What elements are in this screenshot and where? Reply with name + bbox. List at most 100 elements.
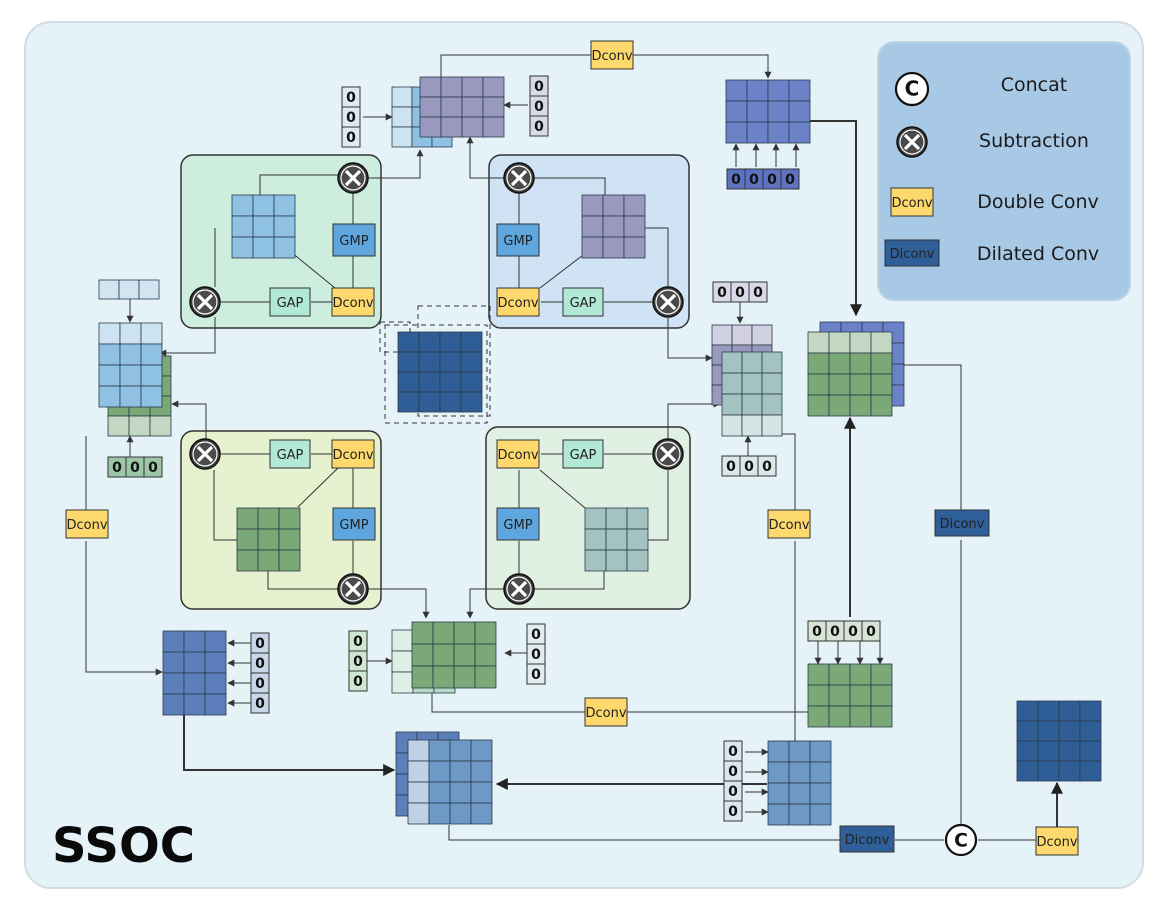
subtraction-cross [344,169,362,187]
grid-cell [623,194,646,217]
grid-cell [257,549,280,572]
connector-line [466,136,519,179]
grid-cell [278,528,301,551]
grid-cell [605,528,628,551]
grid-cell [623,215,646,238]
connector-line [367,588,430,619]
zero-text: 0 [353,634,363,650]
gmp-box [496,223,540,257]
grid-cell [98,364,121,387]
legend-label: Concat [1001,74,1067,96]
zero-text: 0 [731,172,741,188]
grid-cell [581,236,604,259]
diagram-title: SSOC [52,818,195,874]
grid-cell [741,351,763,374]
gmp-box-label: GMP [503,234,532,249]
zero-text: 0 [255,696,265,712]
grid-cell [470,781,493,804]
grid-cell [809,740,832,763]
grid-cell [411,621,434,645]
zero-text: 0 [346,90,356,106]
grid-cell [257,507,280,530]
grid-cell [440,116,463,138]
grid-cell [419,96,442,118]
grid-cell [162,693,185,716]
grid-cell [449,802,472,825]
gap-box-label: GAP [277,296,304,311]
grid-cell [1037,740,1060,762]
grid-cell [828,331,851,354]
grid-cell [870,373,893,396]
grid-cell [98,343,121,366]
grid-cell [391,126,413,148]
dconv-bottom [584,697,628,727]
grid-cell [1016,700,1039,722]
grid-cell [870,663,893,686]
grid-cell [407,781,430,804]
grid-cell [252,236,275,259]
grid-cell [453,621,476,645]
grid-cell [746,100,769,123]
legend-label: Dilated Conv [977,243,1099,265]
connector-line [259,174,338,195]
zero-text: 0 [353,654,363,670]
grid-cell [482,116,505,138]
zero-text: 0 [728,784,738,800]
grid-cell [605,549,628,572]
grid-cell [741,372,763,395]
grid-cell [584,528,607,551]
grid-cell [807,331,830,354]
grid-cell [626,507,649,530]
grid-cell [809,761,832,784]
grid-cell [257,528,280,551]
grid-cell [605,507,628,530]
grid-cell [128,415,151,437]
grid-cell [788,121,811,144]
grid-cell [1016,720,1039,742]
grid-cell [204,672,227,695]
dconv-output-label: Dconv [1036,835,1077,850]
grid-cell [119,343,142,366]
grid-cell [236,549,259,572]
subtraction-icon [503,573,535,605]
grid-cell [1058,700,1081,722]
zero-text: 0 [762,459,772,475]
center-dashed-frame [384,324,488,424]
grid-cell [419,116,442,138]
zero-cell [529,115,549,137]
grid-cell [418,391,441,413]
grid-cell [231,215,254,238]
grid-cell [449,760,472,783]
grid-cell [761,414,783,437]
connector-line [808,120,862,317]
grid-cell [418,331,441,353]
connector-line [667,318,713,362]
zero-text: 0 [531,627,541,643]
grid-cell [204,693,227,716]
grid-cell [407,760,430,783]
concat-circle [894,71,930,107]
grid-cell [449,739,472,762]
zero-text: 0 [534,79,544,95]
grid-cell [741,393,763,416]
grid-cell [449,781,472,804]
grid-cell [807,663,830,686]
grid-cell [788,740,811,763]
grid-cell [470,760,493,783]
zero-text: 0 [534,99,544,115]
zero-text: 0 [534,119,544,135]
zero-text: 0 [346,110,356,126]
subtraction-icon [337,162,369,194]
gmp-box [332,507,376,541]
grid-cell [849,705,872,728]
diconv-bottom-label: Diconv [845,833,890,848]
zero-cell [526,663,546,685]
grid-cell [149,415,172,437]
grid-cell [183,693,206,716]
zero-text: 0 [148,460,158,476]
grid-cell [453,643,476,667]
